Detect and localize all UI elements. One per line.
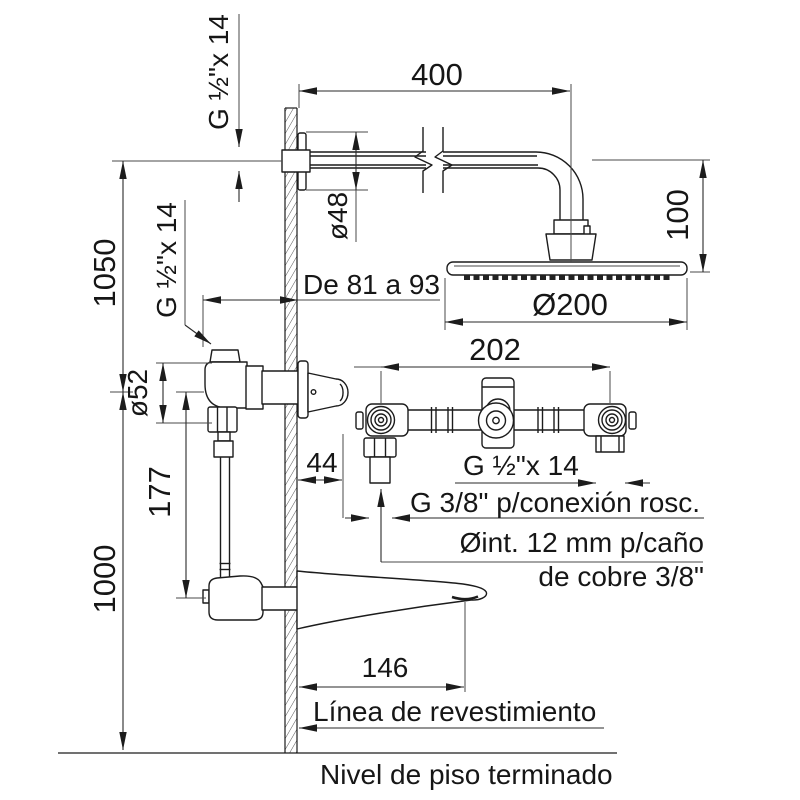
- shower-head: [446, 261, 688, 281]
- mixer-outlet-thread-label: G ½"x 14: [463, 450, 579, 481]
- arm-wall-fitting: [281, 149, 311, 173]
- head-diameter-label: Ø200: [532, 287, 608, 322]
- spout-body: [296, 570, 488, 630]
- valve-handle: [307, 372, 349, 413]
- arm-thread-label: G ½"x 14: [203, 14, 234, 130]
- spout-outlet: [451, 595, 479, 601]
- valve-body: [204, 361, 248, 409]
- finish-line-label: Línea de revestimiento: [313, 696, 596, 727]
- spout-wall-cylinder: [261, 586, 299, 611]
- dim-arm-length-label: 400: [411, 57, 463, 92]
- valve-escutcheon: [297, 360, 309, 419]
- copper-note-line1-label: Øint. 12 mm p/caño: [460, 527, 704, 558]
- head-offset-label: 100: [660, 189, 695, 241]
- spout-length-label: 146: [362, 652, 409, 683]
- dimension-lines: [119, 87, 707, 750]
- mixer-inlet-hex-nut: [363, 437, 397, 458]
- valve-top-thread: [209, 349, 241, 363]
- valve-thread-label: G ½"x 14: [151, 202, 182, 318]
- pipe-break-symbol: [434, 127, 453, 193]
- handle-set-screw: [310, 389, 317, 396]
- floor-line-label: Nivel de piso terminado: [320, 759, 613, 790]
- shower-arm: [281, 127, 597, 261]
- upper-height-label: 1050: [87, 239, 122, 308]
- labels: 400 G ½"x 14 ø48 100 1050 De 81 a 93 Ø20…: [87, 14, 704, 790]
- mixer-inlet-thread-label: G 3/8" p/conexión rosc.: [410, 487, 700, 518]
- copper-note-line2-label: de cobre 3/8": [538, 561, 704, 592]
- bath-spout: [202, 570, 488, 630]
- wall-section: [284, 107, 298, 753]
- valve-hex-nut: [207, 406, 238, 433]
- pipe-break-symbol: [414, 127, 433, 193]
- shower-head-disc: [446, 261, 688, 276]
- handle-projection-label: 44: [306, 447, 337, 478]
- mixer-body: [355, 377, 637, 484]
- wall-hatch: [285, 108, 297, 753]
- lower-height-label: 1000: [87, 545, 122, 614]
- mixer-cartridge-face: [477, 402, 515, 439]
- diverter-valve: [204, 349, 349, 578]
- escutcheon-diameter-label: ø48: [322, 192, 353, 240]
- valve-thread-leader: [184, 324, 212, 345]
- valve-to-spout-label: 177: [142, 466, 177, 518]
- valve-wall-cylinder: [261, 370, 299, 405]
- mixer-outlet-socket: [595, 435, 625, 453]
- spout-elbow: [208, 575, 264, 621]
- mixer-width-label: 202: [469, 332, 521, 367]
- mixer-inlet-nipple: [369, 456, 391, 484]
- valve-diameter-label: ø52: [122, 369, 153, 417]
- wall-depth-label: De 81 a 93: [303, 269, 440, 300]
- leader-arrows: [184, 129, 704, 732]
